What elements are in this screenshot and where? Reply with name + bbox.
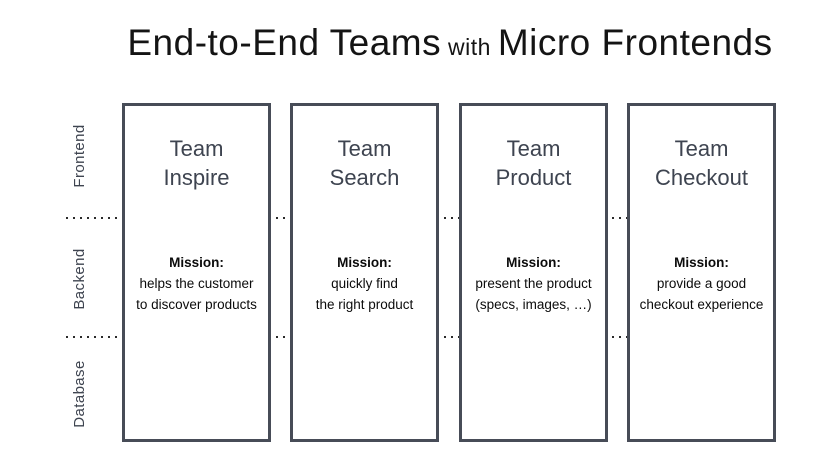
mission-label: Mission: [169, 255, 224, 270]
team-mission: Mission: provide a good checkout experie… [630, 252, 773, 315]
team-card-inspire: Team Inspire Mission: helps the customer… [122, 103, 271, 442]
slide-title: End-to-End Teams with Micro Frontends [110, 18, 790, 76]
team-name: Team Search [329, 136, 400, 190]
layer-label-database: Database [70, 360, 88, 428]
team-mission: Mission: quickly find the right product [293, 252, 436, 315]
team-card-search: Team Search Mission: quickly find the ri… [290, 103, 439, 442]
team-name: Team Inspire [163, 136, 230, 190]
team-card-product: Team Product Mission: present the produc… [459, 103, 608, 442]
mission-text: provide a good checkout experience [639, 276, 764, 312]
layer-label-backend: Backend [70, 248, 88, 310]
team-mission: Mission: present the product (specs, ima… [462, 252, 605, 315]
mission-label: Mission: [674, 255, 729, 270]
mission-label: Mission: [337, 255, 392, 270]
mission-text: quickly find the right product [315, 276, 414, 312]
team-name: Team Product [495, 136, 572, 190]
team-name: Team Checkout [655, 136, 748, 190]
team-mission: Mission: helps the customer to discover … [125, 252, 268, 315]
mission-label: Mission: [506, 255, 561, 270]
slide-title-part2: Micro Frontends [497, 22, 773, 63]
slide-title-connector: with [441, 34, 498, 60]
layer-label-frontend: Frontend [70, 124, 88, 188]
mission-text: present the product (specs, images, …) [475, 276, 592, 312]
mission-text: helps the customer to discover products [136, 276, 257, 312]
slide-title-part1: End-to-End Teams [127, 22, 442, 63]
team-card-checkout: Team Checkout Mission: provide a good ch… [627, 103, 776, 442]
